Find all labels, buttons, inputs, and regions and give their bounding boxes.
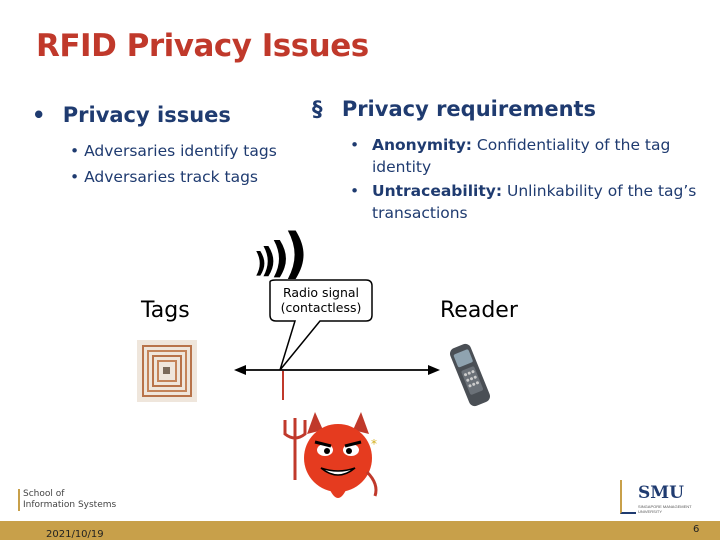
- privacy-issues-label: Privacy issues: [62, 103, 231, 127]
- privacy-requirements-label: Privacy requirements: [341, 97, 597, 121]
- signal-diagram: [234, 279, 440, 400]
- footer-accent-bar: [18, 489, 20, 511]
- bullet: •: [32, 103, 46, 127]
- privacy-requirements-heading: § Privacy requirements: [312, 97, 596, 121]
- page-number: 6: [693, 524, 700, 535]
- callout-bubble: [269, 279, 373, 371]
- smu-logo-icon: SMU SINGAPORE MANAGEMENT UNIVERSITY: [620, 480, 692, 520]
- devil-adversary-icon: *: [283, 412, 378, 498]
- callout-text: Radio signal (contactless): [280, 285, 362, 315]
- privacy-issues-list: • Adversaries identify tags • Adversarie…: [70, 140, 277, 188]
- privacy-requirements-list: • Anonymity: Confidentiality of the tag …: [350, 134, 710, 224]
- radio-waves-icon: )))): [254, 222, 308, 285]
- list-item: • Anonymity: Confidentiality of the tag …: [350, 136, 671, 176]
- list-item: • Adversaries identify tags: [70, 142, 277, 160]
- slide-date: 2021/10/19: [46, 529, 104, 540]
- school-label: School of Information Systems: [23, 489, 117, 510]
- privacy-issues-heading: • Privacy issues: [32, 103, 231, 127]
- reader-label: Reader: [440, 298, 518, 323]
- svg-text:*: *: [371, 437, 377, 451]
- list-item: • Untraceability: Unlinkability of the t…: [350, 182, 697, 222]
- bullet: §: [312, 97, 323, 121]
- list-item: • Adversaries track tags: [70, 168, 258, 186]
- rfid-tag-icon: [137, 340, 197, 402]
- footer-bar: [0, 521, 720, 540]
- reader-device-icon: [449, 343, 491, 407]
- slide-title: RFID Privacy Issues: [36, 28, 369, 64]
- tags-label: Tags: [141, 298, 190, 323]
- arrow-right-head: [428, 365, 440, 375]
- arrow-left-head: [234, 365, 246, 375]
